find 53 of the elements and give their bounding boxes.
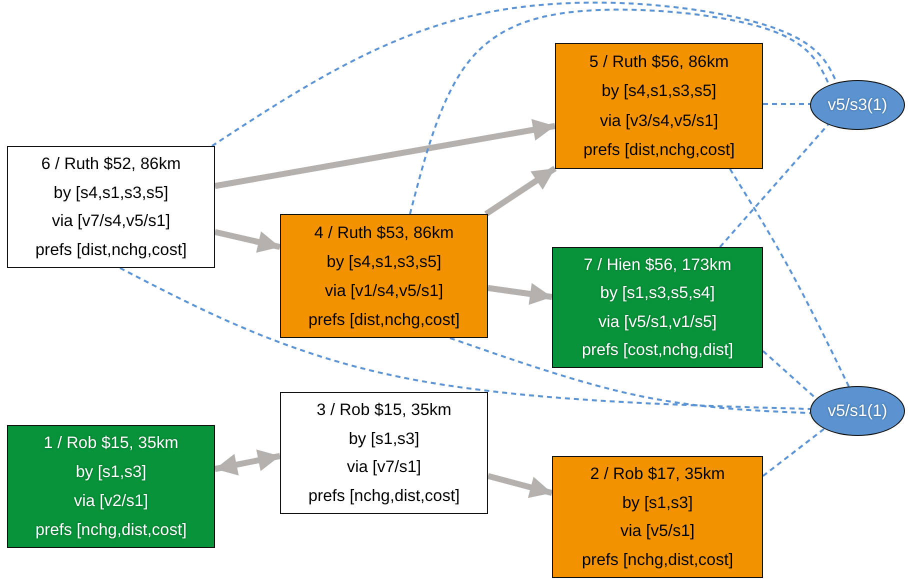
arrow (214, 450, 281, 476)
process-box (552, 456, 763, 578)
node-text: via [v1/s4,v5/s1] (324, 280, 444, 300)
node-text: prefs [dist,nchg,cost] (583, 140, 735, 160)
node-text: via [v3/s4,v5/s1] (600, 110, 718, 131)
arrow (214, 119, 556, 189)
ellipse-node (810, 386, 905, 436)
arrow (487, 473, 553, 498)
process-box (280, 392, 488, 514)
node-text: prefs [nchg,dist,cost] (582, 550, 734, 570)
node-text: prefs [cost,nchg,dist] (582, 340, 734, 360)
node-text: by [s4,s1,s3,s5] (602, 81, 716, 102)
node-text: via [v2/s1] (74, 490, 148, 511)
node-text: via [v7/s1] (346, 457, 422, 478)
node-text: prefs [nchg,dist,cost] (35, 520, 187, 540)
node-text: v5/s1(1) (828, 401, 888, 421)
node-text: 7 / Hien $56, 173km (584, 255, 732, 276)
node-text: by [s1,s3,s5,s4] (600, 283, 715, 304)
node-text: 5 / Ruth $56, 86km (589, 52, 729, 72)
dashed-connector (762, 428, 825, 477)
node-text: via [v5/s1] (620, 521, 695, 542)
node-text: by [s4,s1,s3,s5] (326, 252, 442, 272)
process-box (552, 247, 763, 368)
node-text: via [v5/s1,v1/s5] (598, 312, 717, 332)
node-text: by [s1,s3] (76, 462, 146, 482)
node-text: prefs [dist,nchg,cost] (35, 240, 187, 260)
node-text: 6 / Ruth $52, 86km (41, 154, 181, 174)
arrow (214, 229, 281, 253)
node-text: 3 / Rob $15, 35km (316, 400, 452, 420)
dashed-connector (762, 350, 817, 400)
node-text: by [s4,s1,s3,s5] (54, 182, 168, 203)
process-box (7, 146, 215, 268)
node-text: by [s1,s3] (348, 428, 420, 449)
process-box (280, 214, 488, 338)
dashed-connector (409, 8, 830, 214)
process-box (7, 425, 215, 548)
arrow (484, 166, 557, 216)
dashed-connector (450, 337, 810, 414)
arrow (488, 283, 552, 305)
dashed-connector (719, 124, 829, 248)
node-text: prefs [nchg,dist,cost] (308, 486, 460, 506)
node-text: v5/s3(1) (828, 95, 888, 115)
node-text: 2 / Rob $17, 35km (590, 464, 725, 484)
dashed-connector (120, 267, 810, 410)
dashed-connector (763, 103, 810, 105)
node-text: 4 / Ruth $53, 86km (314, 222, 454, 242)
dashed-connector (211, 2, 838, 147)
node-text: prefs [dist,nchg,cost] (308, 310, 460, 330)
node-text: via [v7/s4,v5/s1] (52, 211, 170, 232)
dashed-connector (729, 168, 850, 387)
node-text: by [s1,s3] (622, 492, 693, 513)
node-text: 1 / Rob $15, 35km (44, 433, 178, 454)
process-box (555, 43, 763, 169)
